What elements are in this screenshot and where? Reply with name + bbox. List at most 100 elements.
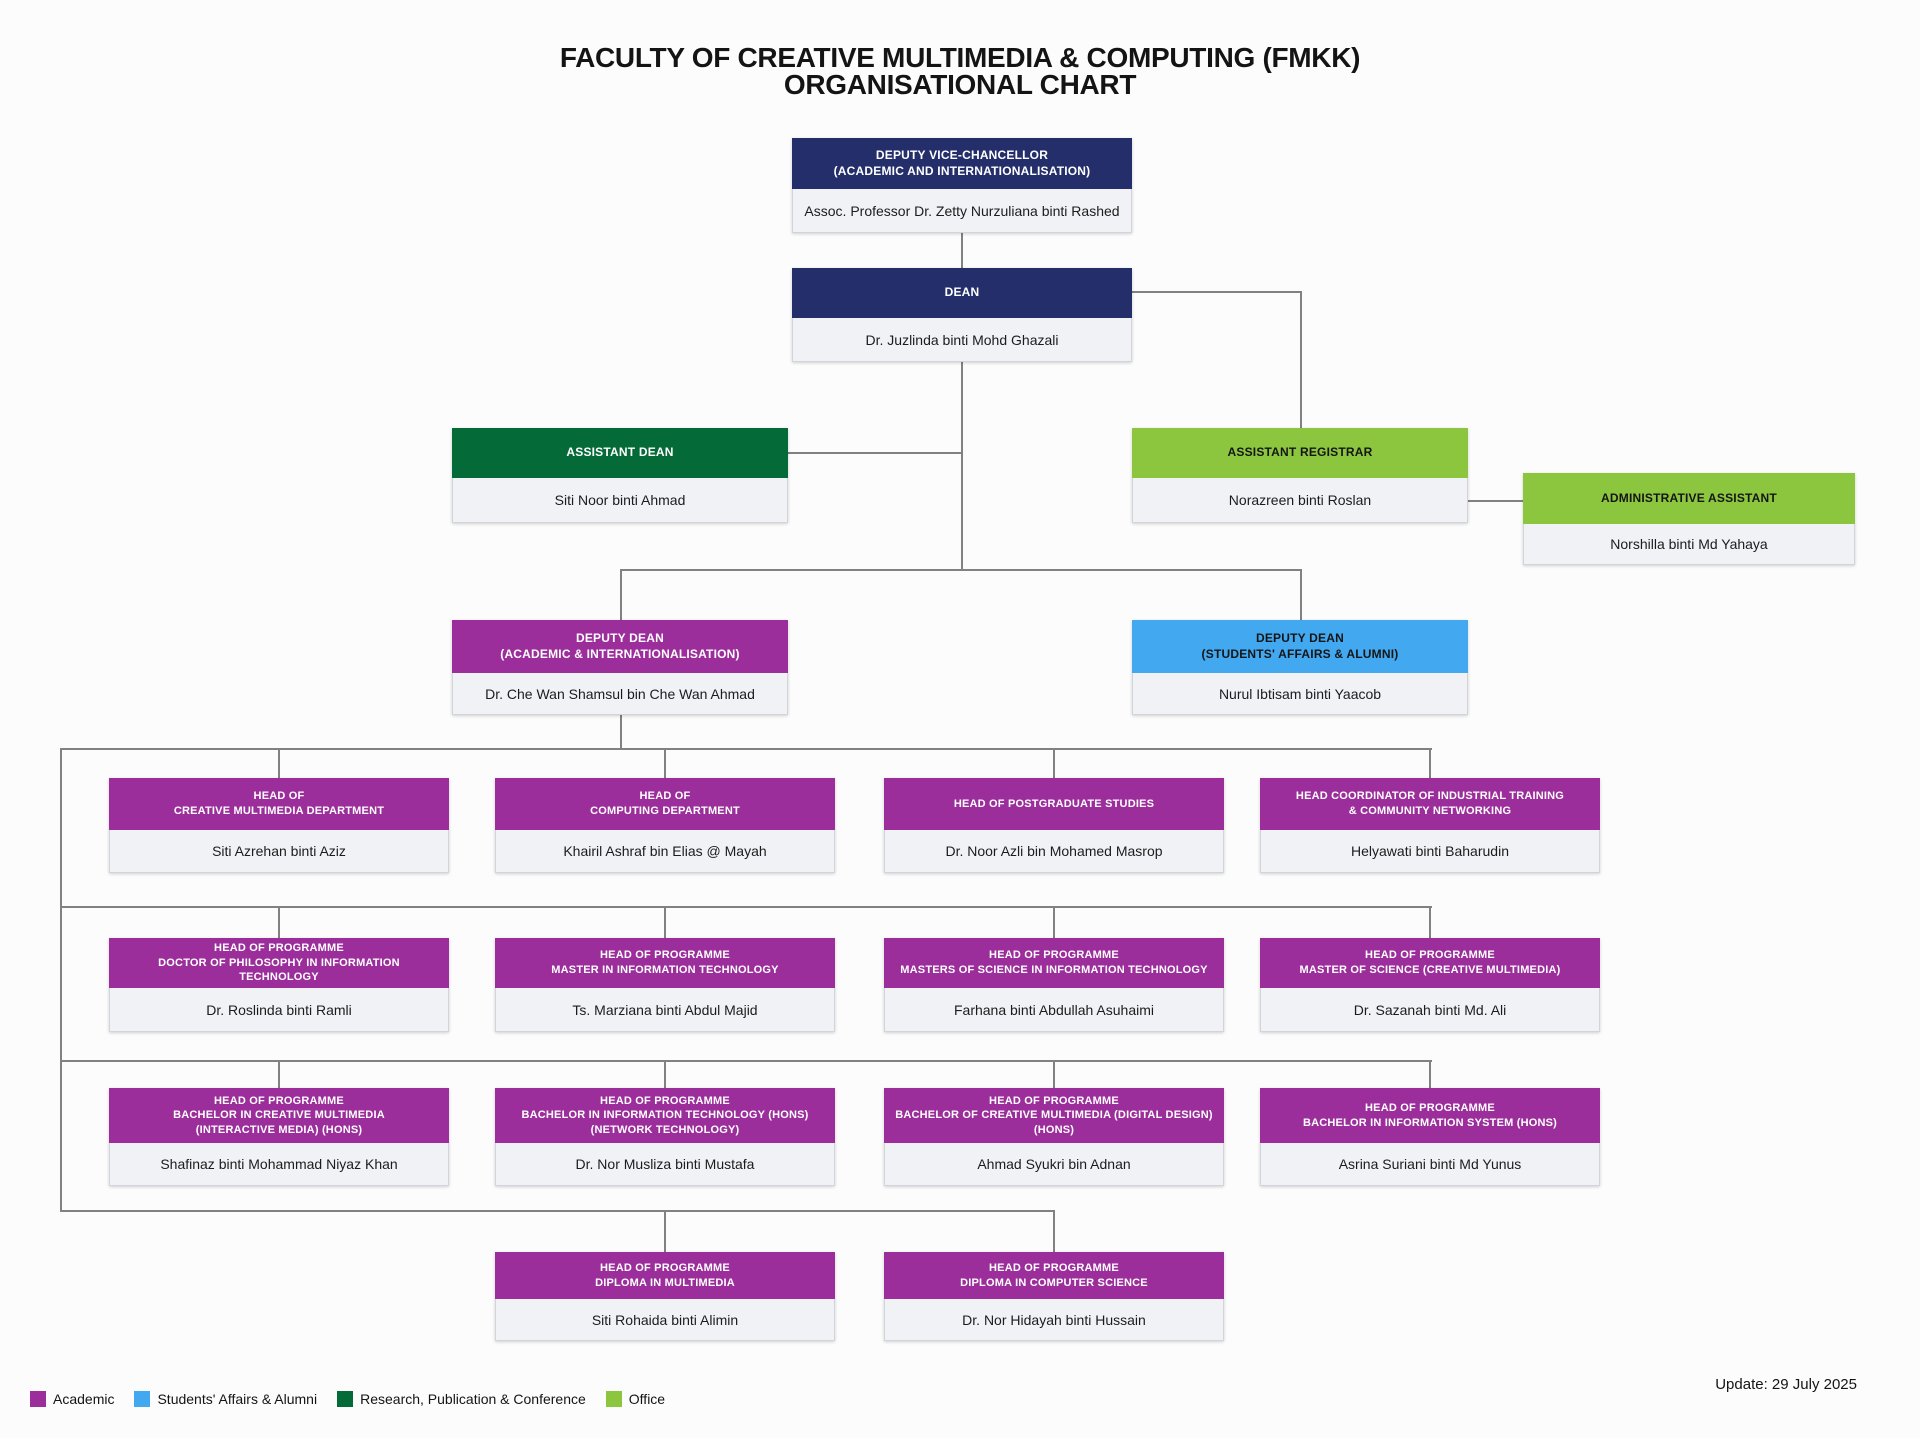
org-box-head-creative-multimedia-dept: HEAD OF CREATIVE MULTIMEDIA DEPARTMENT S…	[109, 778, 449, 873]
org-box-assistant-dean: ASSISTANT DEAN Siti Noor binti Ahmad	[452, 428, 788, 523]
person-name: Shafinaz binti Mohammad Niyaz Khan	[109, 1143, 449, 1186]
org-box-programme-msc-creative-multimedia: HEAD OF PROGRAMME MASTER OF SCIENCE (CRE…	[1260, 938, 1600, 1032]
org-box-head-coordinator-industrial-training: HEAD COORDINATOR OF INDUSTRIAL TRAINING …	[1260, 778, 1600, 873]
legend-swatch-students-affairs	[134, 1391, 151, 1407]
person-name: Ts. Marziana binti Abdul Majid	[495, 988, 835, 1032]
connector-line	[60, 906, 1432, 908]
legend-label: Students' Affairs & Alumni	[157, 1391, 318, 1407]
connector-line	[1053, 748, 1055, 778]
page-title: FACULTY OF CREATIVE MULTIMEDIA & COMPUTI…	[0, 44, 1920, 100]
connector-line	[60, 1210, 1055, 1212]
person-name: Dr. Juzlinda binti Mohd Ghazali	[792, 318, 1132, 362]
connector-line	[1429, 1060, 1431, 1088]
org-box-programme-bachelor-it-network-technology: HEAD OF PROGRAMME BACHELOR IN INFORMATIO…	[495, 1088, 835, 1186]
role-title: HEAD OF PROGRAMME BACHELOR IN CREATIVE M…	[109, 1088, 449, 1143]
role-title: HEAD OF PROGRAMME BACHELOR IN INFORMATIO…	[1260, 1088, 1600, 1143]
role-title: HEAD OF PROGRAMME BACHELOR OF CREATIVE M…	[884, 1088, 1224, 1143]
person-name: Farhana binti Abdullah Asuhaimi	[884, 988, 1224, 1032]
role-title: DEPUTY DEAN (ACADEMIC & INTERNATIONALISA…	[452, 620, 788, 673]
role-title: DEPUTY DEAN (STUDENTS' AFFAIRS & ALUMNI)	[1132, 620, 1468, 673]
person-name: Norazreen binti Roslan	[1132, 478, 1468, 523]
org-box-deputy-dean-academic: DEPUTY DEAN (ACADEMIC & INTERNATIONALISA…	[452, 620, 788, 715]
person-name: Dr. Roslinda binti Ramli	[109, 988, 449, 1032]
connector-line	[961, 362, 963, 570]
legend-item-office: Office	[605, 1391, 666, 1407]
role-title: HEAD OF PROGRAMME DIPLOMA IN MULTIMEDIA	[495, 1252, 835, 1299]
role-title: HEAD OF PROGRAMME DOCTOR OF PHILOSOPHY I…	[109, 938, 449, 988]
legend-item-students-affairs: Students' Affairs & Alumni	[134, 1391, 317, 1407]
connector-line	[1300, 291, 1302, 428]
person-name: Khairil Ashraf bin Elias @ Mayah	[495, 830, 835, 873]
legend: Academic Students' Affairs & Alumni Rese…	[30, 1391, 665, 1407]
person-name: Ahmad Syukri bin Adnan	[884, 1143, 1224, 1186]
role-title: HEAD OF POSTGRADUATE STUDIES	[884, 778, 1224, 830]
connector-line	[60, 1060, 1432, 1062]
legend-item-research: Research, Publication & Conference	[337, 1391, 586, 1407]
person-name: Siti Noor binti Ahmad	[452, 478, 788, 523]
connector-line	[788, 452, 962, 454]
org-box-assistant-registrar: ASSISTANT REGISTRAR Norazreen binti Rosl…	[1132, 428, 1468, 523]
role-title: HEAD OF CREATIVE MULTIMEDIA DEPARTMENT	[109, 778, 449, 830]
legend-label: Research, Publication & Conference	[360, 1391, 586, 1407]
org-box-dean: DEAN Dr. Juzlinda binti Mohd Ghazali	[792, 268, 1132, 362]
org-box-programme-master-it: HEAD OF PROGRAMME MASTER IN INFORMATION …	[495, 938, 835, 1032]
connector-line	[278, 906, 280, 938]
connector-line	[620, 569, 1302, 571]
role-title: ADMINISTRATIVE ASSISTANT	[1523, 473, 1855, 524]
person-name: Dr. Che Wan Shamsul bin Che Wan Ahmad	[452, 673, 788, 715]
connector-line	[1468, 500, 1523, 502]
person-name: Assoc. Professor Dr. Zetty Nurzuliana bi…	[792, 189, 1132, 233]
connector-line	[278, 748, 280, 778]
role-title: ASSISTANT REGISTRAR	[1132, 428, 1468, 478]
connector-line	[961, 233, 963, 268]
org-box-programme-diploma-computer-science: HEAD OF PROGRAMME DIPLOMA IN COMPUTER SC…	[884, 1252, 1224, 1341]
org-box-programme-diploma-multimedia: HEAD OF PROGRAMME DIPLOMA IN MULTIMEDIA …	[495, 1252, 835, 1341]
connector-line	[1053, 906, 1055, 938]
update-note: Update: 29 July 2025	[1715, 1376, 1857, 1393]
role-title: HEAD OF PROGRAMME MASTERS OF SCIENCE IN …	[884, 938, 1224, 988]
connector-line	[60, 748, 62, 1212]
connector-line	[664, 1060, 666, 1088]
legend-label: Academic	[53, 1391, 115, 1407]
org-box-deputy-dean-students-affairs: DEPUTY DEAN (STUDENTS' AFFAIRS & ALUMNI)…	[1132, 620, 1468, 715]
connector-line	[1053, 1210, 1055, 1252]
connector-line	[664, 1210, 666, 1252]
org-box-programme-phd-it: HEAD OF PROGRAMME DOCTOR OF PHILOSOPHY I…	[109, 938, 449, 1032]
person-name: Dr. Nor Hidayah binti Hussain	[884, 1299, 1224, 1341]
connector-line	[664, 748, 666, 778]
org-box-deputy-vice-chancellor: DEPUTY VICE-CHANCELLOR (ACADEMIC AND INT…	[792, 138, 1132, 233]
legend-swatch-research	[337, 1391, 354, 1407]
person-name: Dr. Sazanah binti Md. Ali	[1260, 988, 1600, 1032]
role-title: DEPUTY VICE-CHANCELLOR (ACADEMIC AND INT…	[792, 138, 1132, 189]
role-title: HEAD COORDINATOR OF INDUSTRIAL TRAINING …	[1260, 778, 1600, 830]
legend-item-academic: Academic	[30, 1391, 114, 1407]
connector-line	[60, 748, 1432, 750]
legend-swatch-academic	[30, 1391, 46, 1407]
role-title: HEAD OF PROGRAMME BACHELOR IN INFORMATIO…	[495, 1088, 835, 1143]
org-box-head-postgraduate-studies: HEAD OF POSTGRADUATE STUDIES Dr. Noor Az…	[884, 778, 1224, 873]
person-name: Dr. Nor Musliza binti Mustafa	[495, 1143, 835, 1186]
role-title: HEAD OF PROGRAMME MASTER OF SCIENCE (CRE…	[1260, 938, 1600, 988]
connector-line	[1300, 569, 1302, 620]
page-title-line2: ORGANISATIONAL CHART	[783, 69, 1137, 100]
person-name: Nurul Ibtisam binti Yaacob	[1132, 673, 1468, 715]
connector-line	[1429, 906, 1431, 938]
legend-label: Office	[628, 1391, 666, 1407]
role-title: ASSISTANT DEAN	[452, 428, 788, 478]
role-title: DEAN	[792, 268, 1132, 318]
person-name: Siti Azrehan binti Aziz	[109, 830, 449, 873]
role-title: HEAD OF PROGRAMME MASTER IN INFORMATION …	[495, 938, 835, 988]
person-name: Siti Rohaida binti Alimin	[495, 1299, 835, 1341]
connector-line	[278, 1060, 280, 1088]
org-box-head-computing-dept: HEAD OF COMPUTING DEPARTMENT Khairil Ash…	[495, 778, 835, 873]
person-name: Norshilla binti Md Yahaya	[1523, 524, 1855, 565]
role-title: HEAD OF COMPUTING DEPARTMENT	[495, 778, 835, 830]
connector-line	[620, 569, 622, 620]
org-box-programme-bachelor-cm-interactive-media: HEAD OF PROGRAMME BACHELOR IN CREATIVE M…	[109, 1088, 449, 1186]
connector-line	[1132, 291, 1302, 293]
connector-line	[664, 906, 666, 938]
connector-line	[620, 715, 622, 750]
person-name: Helyawati binti Baharudin	[1260, 830, 1600, 873]
org-box-programme-msc-it: HEAD OF PROGRAMME MASTERS OF SCIENCE IN …	[884, 938, 1224, 1032]
